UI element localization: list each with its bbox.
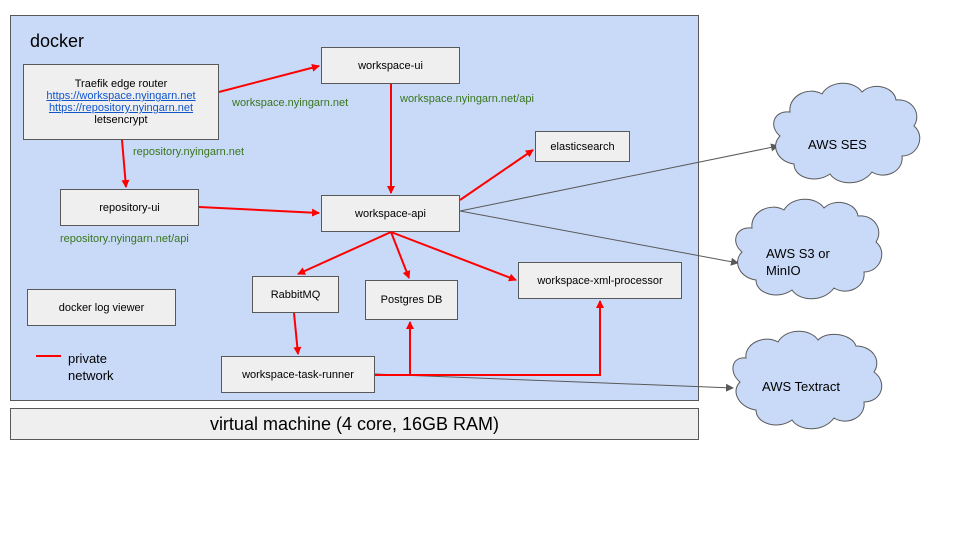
workspace-ui-box: workspace-ui (321, 47, 460, 84)
aws-textract-text: AWS Textract (762, 379, 841, 394)
cloud-aws-s3-label: AWS S3 or MinIO (766, 245, 830, 279)
workspace-xml-processor-box: workspace-xml-processor (518, 262, 682, 299)
workspace-ui-label: workspace-ui (358, 59, 423, 72)
workspace-api-box: workspace-api (321, 195, 460, 232)
aws-s3-text-line2: MinIO (766, 263, 801, 278)
cloud-aws-textract-label: AWS Textract (762, 378, 840, 395)
elasticsearch-label: elasticsearch (550, 140, 615, 153)
rabbitmq-box: RabbitMQ (252, 276, 339, 313)
repository-ui-box: repository-ui (60, 189, 199, 226)
traefik-letsencrypt: letsencrypt (94, 114, 148, 126)
workspace-xml-processor-label: workspace-xml-processor (537, 274, 663, 287)
cloud-aws-ses-label: AWS SES (808, 136, 867, 153)
aws-ses-text: AWS SES (808, 137, 867, 152)
legend-line2: network (68, 368, 114, 383)
elasticsearch-box: elasticsearch (535, 131, 630, 162)
cloud-aws-ses (773, 82, 921, 184)
traefik-link-workspace[interactable]: https://workspace.nyingarn.net (46, 90, 196, 102)
route-workspace: workspace.nyingarn.net (232, 97, 349, 109)
traefik-link-repository[interactable]: https://repository.nyingarn.net (48, 102, 194, 114)
legend-label: private network (68, 350, 114, 384)
route-workspace-api: workspace.nyingarn.net/api (400, 93, 534, 105)
postgres-box: Postgres DB (365, 280, 458, 320)
docker-title: docker (30, 31, 85, 51)
workspace-task-runner-label: workspace-task-runner (242, 368, 354, 381)
traefik-box: Traefik edge router https://workspace.ny… (23, 64, 219, 140)
workspace-task-runner-box: workspace-task-runner (221, 356, 375, 393)
traefik-title: Traefik edge router (74, 78, 168, 90)
rabbitmq-label: RabbitMQ (270, 288, 321, 301)
legend-line1: private (68, 351, 108, 366)
docker-log-viewer-label: docker log viewer (58, 301, 145, 314)
virtual-machine-label: virtual machine (4 core, 16GB RAM) (209, 413, 500, 434)
route-repository-api: repository.nyingarn.net/api (60, 233, 189, 245)
postgres-label: Postgres DB (380, 294, 443, 306)
repository-ui-label: repository-ui (99, 201, 160, 214)
workspace-api-label: workspace-api (355, 207, 426, 220)
aws-s3-text-line1: AWS S3 or (766, 246, 830, 261)
docker-log-viewer-box: docker log viewer (27, 289, 176, 326)
route-repository: repository.nyingarn.net (133, 146, 245, 158)
virtual-machine-bar: virtual machine (4 core, 16GB RAM) (10, 408, 699, 440)
